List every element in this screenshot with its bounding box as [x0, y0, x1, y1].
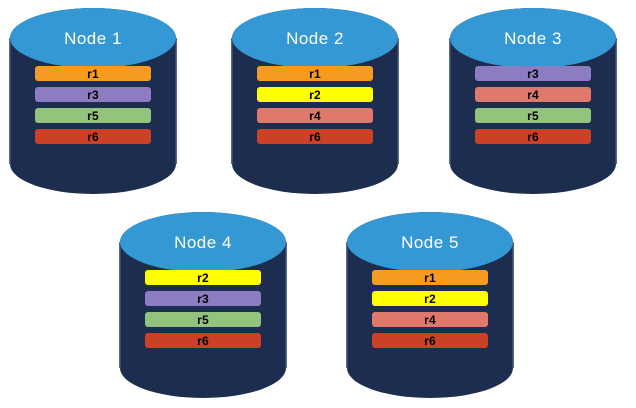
cylinder-side-edge [9, 38, 177, 164]
replica-bar-r6[interactable]: r6 [145, 333, 261, 348]
replica-label: r6 [87, 129, 99, 144]
replica-bar-r1[interactable]: r1 [372, 270, 488, 285]
replica-label: r2 [309, 87, 321, 102]
cylinder-side-edge [231, 38, 399, 164]
replica-stack: r1 r2 r4 r6 [347, 270, 513, 348]
cylinder-side-edge [119, 242, 287, 368]
replica-bar-r2[interactable]: r2 [145, 270, 261, 285]
replica-label: r5 [527, 108, 539, 123]
replica-label: r3 [197, 291, 209, 306]
cylinder-top-ellipse [120, 212, 286, 272]
replica-bar-r6[interactable]: r6 [372, 333, 488, 348]
replica-stack: r2 r3 r5 r6 [120, 270, 286, 348]
replica-label: r3 [87, 87, 99, 102]
replica-bar-r3[interactable]: r3 [145, 291, 261, 306]
replica-label: r2 [424, 291, 436, 306]
replica-label: r4 [309, 108, 321, 123]
replica-bar-r2[interactable]: r2 [372, 291, 488, 306]
cylinder-side-edge [449, 38, 617, 164]
replica-stack: r3 r4 r5 r6 [450, 66, 616, 144]
replica-bar-r6[interactable]: r6 [257, 129, 373, 144]
replica-bar-r4[interactable]: r4 [257, 108, 373, 123]
replica-stack: r1 r3 r5 r6 [10, 66, 176, 144]
replica-bar-r5[interactable]: r5 [35, 108, 151, 123]
replica-label: r4 [527, 87, 539, 102]
replica-label: r6 [197, 333, 209, 348]
cylinder-top-ellipse [10, 8, 176, 68]
replica-bar-r1[interactable]: r1 [257, 66, 373, 81]
replica-label: r6 [309, 129, 321, 144]
replica-bar-r4[interactable]: r4 [372, 312, 488, 327]
replica-label: r6 [424, 333, 436, 348]
replica-label: r4 [424, 312, 436, 327]
replica-label: r6 [527, 129, 539, 144]
replica-bar-r6[interactable]: r6 [475, 129, 591, 144]
replica-label: r5 [197, 312, 209, 327]
replica-label: r1 [309, 66, 321, 81]
replica-bar-r6[interactable]: r6 [35, 129, 151, 144]
replica-bar-r1[interactable]: r1 [35, 66, 151, 81]
replica-bar-r4[interactable]: r4 [475, 87, 591, 102]
replica-stack: r1 r2 r4 r6 [232, 66, 398, 144]
cylinder-top-ellipse [347, 212, 513, 272]
replica-bar-r5[interactable]: r5 [475, 108, 591, 123]
replica-label: r1 [424, 270, 436, 285]
cylinder-side-edge [346, 242, 514, 368]
replica-label: r3 [527, 66, 539, 81]
cylinder-top-ellipse [450, 8, 616, 68]
replica-bar-r3[interactable]: r3 [475, 66, 591, 81]
cylinder-top-ellipse [232, 8, 398, 68]
replica-label: r1 [87, 66, 99, 81]
replica-bar-r2[interactable]: r2 [257, 87, 373, 102]
replica-label: r5 [87, 108, 99, 123]
replica-bar-r3[interactable]: r3 [35, 87, 151, 102]
replica-label: r2 [197, 270, 209, 285]
replica-bar-r5[interactable]: r5 [145, 312, 261, 327]
